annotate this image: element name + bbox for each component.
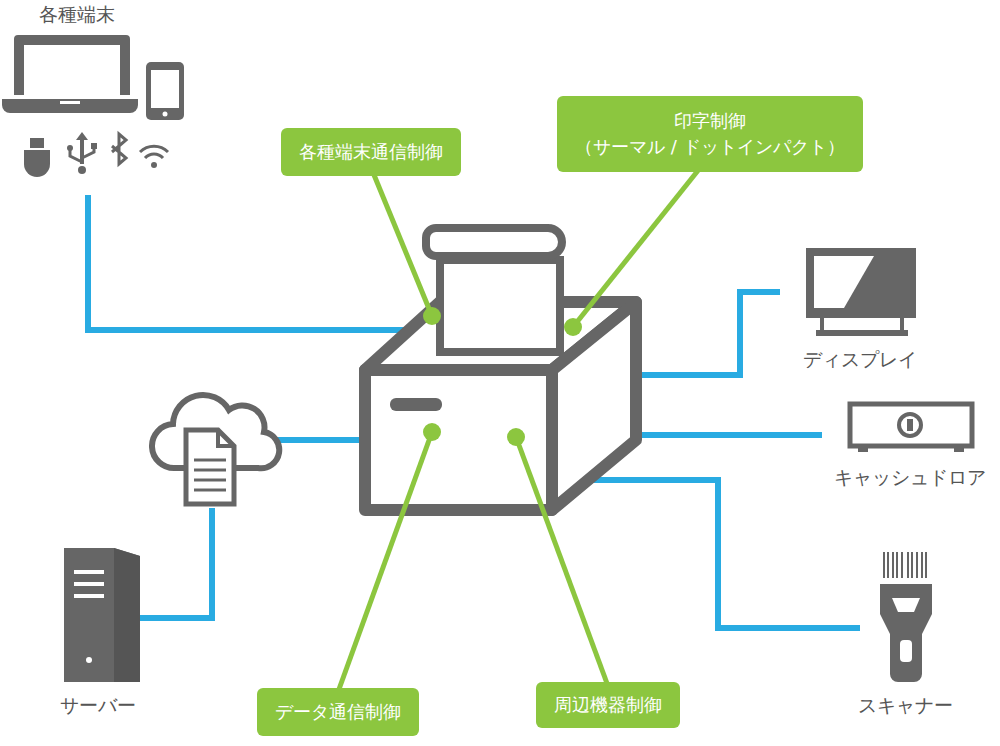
callout-subtitle: （サーマル / ドットインパクト） <box>575 134 845 160</box>
callout-box: 周辺機器制御 <box>536 682 680 728</box>
wires <box>88 195 860 628</box>
callout-title: 周辺機器制御 <box>554 692 662 718</box>
scanner-icon <box>880 552 932 682</box>
device-label: サーバー <box>60 693 136 719</box>
callout-title: 印字制御 <box>575 108 845 134</box>
leader-dots <box>423 307 582 446</box>
phone-icon <box>146 62 184 120</box>
server-icon <box>64 548 140 682</box>
printer-paper <box>426 228 562 352</box>
printer-slot <box>390 398 442 411</box>
cash-drawer-icon <box>850 404 972 452</box>
connectivity-icons <box>24 132 168 177</box>
callout-box: 印字制御（サーマル / ドットインパクト） <box>557 96 863 172</box>
display-icon <box>806 248 916 336</box>
device-label: ディスプレイ <box>803 347 917 373</box>
callout-title: データ通信制御 <box>275 699 401 725</box>
cloud-icon <box>152 395 279 504</box>
device-label: キャッシュドロア <box>834 465 986 491</box>
leader-lines <box>338 168 700 692</box>
callout-box: 各種端末通信制御 <box>281 128 461 176</box>
callout-title: 各種端末通信制御 <box>299 139 443 165</box>
device-label: 各種端末 <box>39 2 115 28</box>
laptop-icon <box>2 35 138 113</box>
device-label: スキャナー <box>858 693 953 719</box>
callout-box: データ通信制御 <box>257 688 419 736</box>
